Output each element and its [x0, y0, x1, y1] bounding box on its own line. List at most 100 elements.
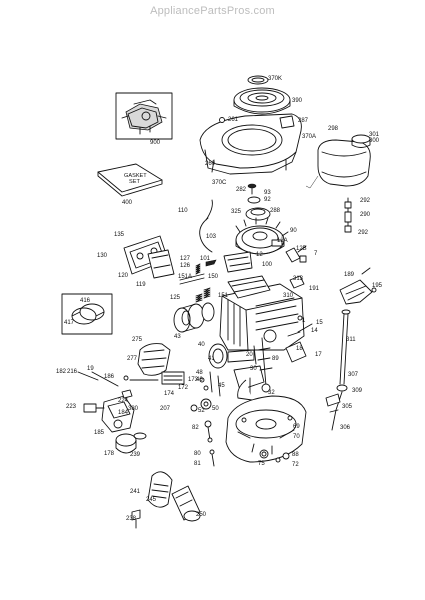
callout-89[interactable]: 89	[272, 356, 279, 362]
callout-370A[interactable]: 370A	[302, 134, 317, 140]
callout-184[interactable]: 184	[118, 410, 129, 416]
callout-900[interactable]: 900	[150, 140, 161, 146]
callout-88[interactable]: 88	[292, 452, 299, 458]
callout-93[interactable]: 93	[264, 190, 271, 196]
callout-298[interactable]: 298	[328, 126, 339, 132]
carburetor-cover[interactable]	[147, 249, 175, 279]
callout-307[interactable]: 307	[348, 372, 359, 378]
recoil-starter[interactable]	[233, 75, 291, 115]
callout-1[interactable]: 1	[302, 318, 306, 324]
callout-110[interactable]: 110	[178, 208, 188, 214]
callout-195[interactable]: 195	[372, 283, 383, 289]
callout-400[interactable]: 400	[122, 200, 133, 206]
cylinder-head[interactable]	[227, 275, 271, 299]
governor-bracket[interactable]	[339, 267, 377, 305]
callout-325[interactable]: 325	[231, 209, 242, 215]
callout-305[interactable]: 305	[342, 404, 353, 410]
fuel-bowl[interactable]	[115, 432, 147, 454]
callout-81[interactable]: 81	[194, 461, 201, 467]
callout-125[interactable]: 125	[170, 295, 181, 301]
callout-90[interactable]: 90	[290, 228, 297, 234]
callout-43[interactable]: 43	[174, 334, 181, 340]
callout-416[interactable]: 416	[80, 298, 91, 304]
crankshaft[interactable]	[233, 365, 265, 405]
callout-223[interactable]: 223	[66, 404, 77, 410]
callout-130[interactable]: 130	[97, 253, 108, 259]
muffler-bracket[interactable]	[285, 315, 313, 363]
callout-126[interactable]: 126	[180, 263, 191, 269]
callout-250[interactable]: 250	[196, 512, 207, 518]
callout-260[interactable]: 260	[205, 161, 216, 167]
callout-313[interactable]: 313	[293, 276, 304, 282]
callout-241[interactable]: 241	[130, 489, 141, 495]
fuel-line-fittings[interactable]	[344, 197, 352, 233]
callout-15[interactable]: 15	[316, 320, 323, 326]
callout-150[interactable]: 150	[208, 274, 219, 280]
callout-82[interactable]: 82	[192, 425, 199, 431]
valve-springs[interactable]	[179, 263, 211, 303]
callout-127[interactable]: 127	[180, 256, 191, 262]
callout-380[interactable]: 380	[128, 406, 139, 412]
callout-41[interactable]: 41	[208, 356, 215, 362]
dipstick-tube[interactable]	[325, 309, 351, 431]
callout-120[interactable]: 120	[118, 273, 129, 279]
oil-seal[interactable]	[190, 398, 212, 412]
callout-14[interactable]: 14	[311, 328, 318, 334]
callout-238[interactable]: 238	[126, 516, 137, 522]
callout-261[interactable]: 261	[228, 117, 239, 123]
callout-103[interactable]: 103	[206, 234, 217, 240]
callout-70[interactable]: 70	[293, 434, 300, 440]
callout-119[interactable]: 119	[136, 282, 146, 288]
callout-311[interactable]: 311	[346, 337, 356, 343]
callout-45[interactable]: 45	[218, 383, 225, 389]
callout-191[interactable]: 191	[309, 286, 320, 292]
engine-sump[interactable]	[225, 395, 307, 463]
callout-69[interactable]: 69	[293, 424, 300, 430]
callout-7[interactable]: 7	[314, 251, 318, 257]
air-filter-element[interactable]	[173, 302, 215, 333]
baffle-plate[interactable]	[161, 371, 185, 385]
callout-40[interactable]: 40	[198, 342, 205, 348]
carburetor[interactable]	[83, 389, 135, 433]
callout-48[interactable]: 48	[196, 370, 203, 376]
callout-245[interactable]: 245	[146, 497, 157, 503]
callout-19[interactable]: 19	[87, 366, 94, 372]
callout-151A[interactable]: 151A	[178, 274, 193, 280]
callout-288[interactable]: 288	[270, 208, 281, 214]
callout-189[interactable]: 189	[344, 272, 355, 278]
callout-46[interactable]: 46	[196, 377, 203, 383]
callout-290[interactable]: 290	[360, 212, 371, 218]
callout-300[interactable]: 300	[369, 138, 380, 144]
callout-275[interactable]: 275	[132, 337, 143, 343]
camshaft[interactable]	[257, 337, 273, 393]
callout-224[interactable]: 224	[118, 398, 129, 404]
gasket-set-kit[interactable]: GASKET SET	[97, 163, 163, 197]
callout-292a[interactable]: 292	[360, 198, 371, 204]
callout-173[interactable]: 173	[188, 377, 199, 383]
callout-178[interactable]: 178	[104, 451, 115, 457]
callout-32[interactable]: 32	[268, 390, 275, 396]
callout-370C[interactable]: 370C	[212, 180, 227, 186]
callout-30[interactable]: 30	[250, 366, 257, 372]
callout-101[interactable]: 101	[200, 256, 211, 262]
callout-12B[interactable]: 12B	[296, 246, 307, 252]
tappets[interactable]	[199, 371, 221, 397]
callout-12[interactable]: 12	[256, 252, 263, 258]
callout-135[interactable]: 135	[114, 232, 125, 238]
callout-306[interactable]: 306	[340, 425, 351, 431]
engine-block[interactable]	[219, 275, 305, 351]
callout-18[interactable]: 18	[296, 346, 303, 352]
callout-239[interactable]: 239	[130, 452, 141, 458]
callout-174[interactable]: 174	[164, 391, 175, 397]
callout-185[interactable]: 185	[94, 430, 105, 436]
callout-310[interactable]: 310	[283, 293, 294, 299]
callout-186[interactable]: 186	[104, 374, 115, 380]
callout-370K[interactable]: 370K	[268, 76, 283, 82]
callout-417[interactable]: 417	[64, 320, 75, 326]
callout-72[interactable]: 72	[292, 462, 299, 468]
callout-216[interactable]: 216	[67, 369, 78, 375]
callout-151[interactable]: 151	[218, 293, 229, 299]
callout-100[interactable]: 100	[262, 262, 273, 268]
fuel-hose[interactable]	[171, 485, 201, 522]
flywheel-assembly[interactable]	[235, 183, 289, 255]
